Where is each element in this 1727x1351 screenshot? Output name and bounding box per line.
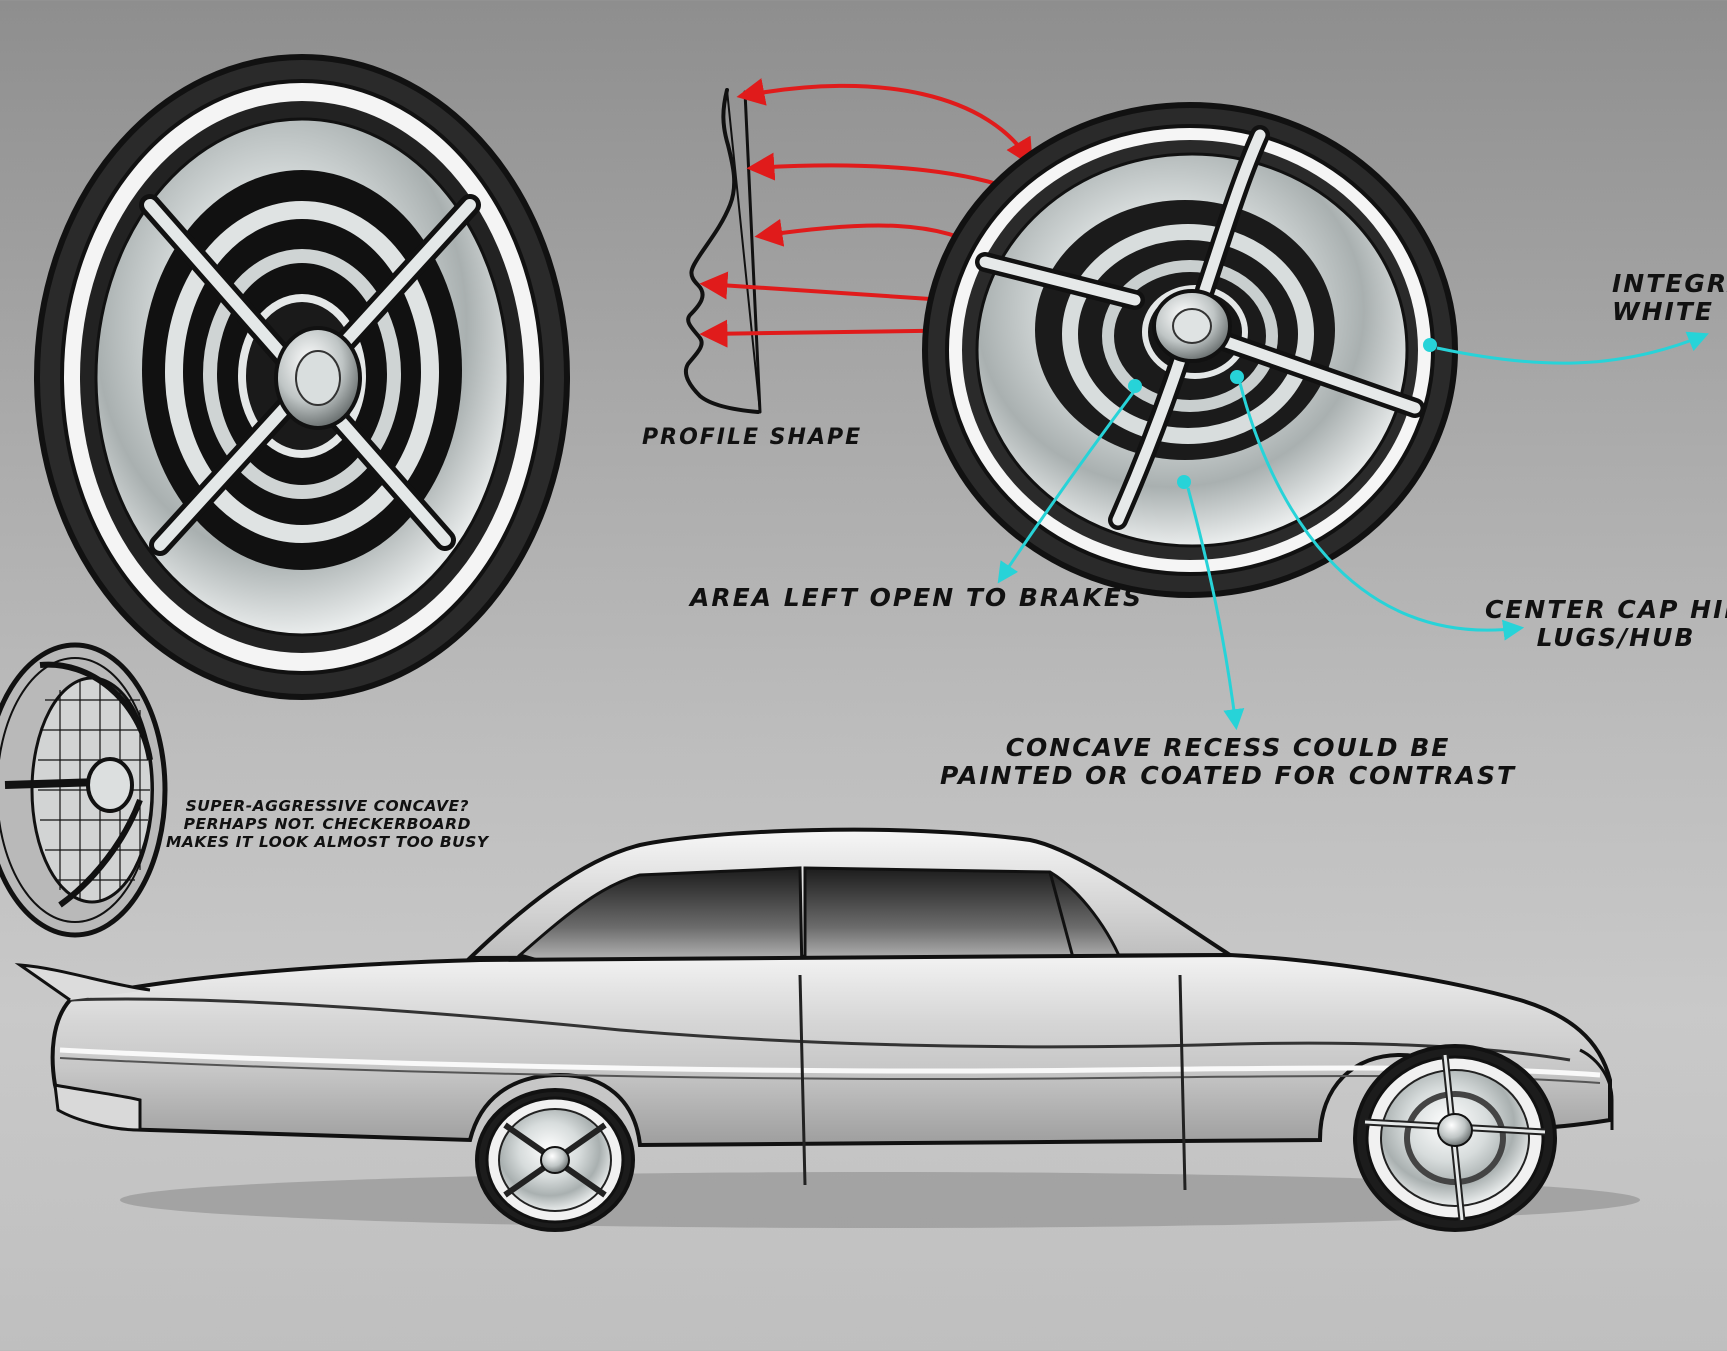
profile-shape-curve-icon: [683, 88, 762, 414]
area-open-label: Area left open to brakes: [690, 583, 1143, 612]
integrated-line1: Integra: [1612, 269, 1727, 298]
center-cap-label: Center cap hid lugs/hub: [1485, 596, 1727, 651]
super-line1: Super-aggressive concave?: [185, 797, 470, 815]
integrated-label: Integra White W: [1612, 270, 1727, 325]
concave-line2: painted or coated for contrast: [940, 760, 1517, 790]
wheel-three-quarter-view-icon: [922, 102, 1458, 598]
super-line2: Perhaps not. Checkerboard: [183, 814, 471, 833]
super-line3: makes it look almost too busy: [166, 832, 489, 851]
center-cap-line1: Center cap hid: [1485, 595, 1727, 624]
concave-label: Concave recess could be painted or coate…: [940, 734, 1516, 789]
wheel-sketch-view-icon: [0, 642, 168, 938]
car-side-view-icon: [14, 827, 1640, 1232]
callout-arrows: [997, 331, 1709, 731]
concave-line1: Concave recess could be: [1005, 733, 1451, 762]
super-aggressive-label: Super-aggressive concave? Perhaps not. C…: [166, 797, 489, 851]
wheel-front-view-icon: [34, 54, 570, 700]
center-cap-line2: lugs/hub: [1536, 622, 1696, 652]
integrated-line2: White W: [1612, 296, 1727, 326]
profile-shape-label: Profile shape: [642, 425, 863, 450]
